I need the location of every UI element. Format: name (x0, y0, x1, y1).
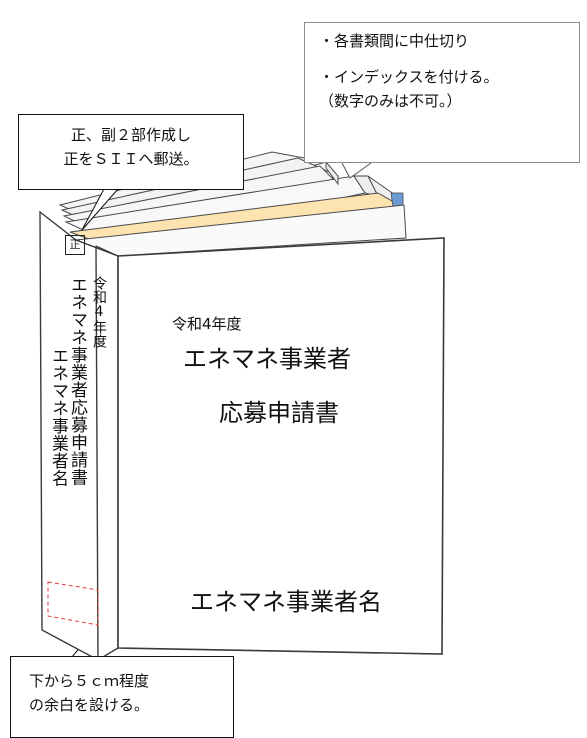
callout-index-tabs: ・各書類間に中仕切り ・インデックスを付ける。 （数字のみは不可。） (304, 22, 580, 163)
cover-top-lip (95, 245, 119, 257)
binder-front-cover (117, 237, 445, 655)
callout-tabs-pointer (341, 162, 372, 179)
spine-year: 令和4年度 (91, 276, 107, 348)
callout-copies-line-1: 正、副２部作成し (70, 126, 191, 144)
cover-year: 令和4年度 (172, 315, 242, 333)
callout-tabs-line-3: （数字のみは不可。） (319, 92, 462, 110)
spine-title: エネマネ事業者応募申請書 (67, 276, 87, 486)
callout-copies: 正、副２部作成し 正をＳＩＩへ郵送。 (18, 114, 244, 190)
cover-title-line-1: エネマネ事業者 (183, 345, 351, 373)
callout-tabs-line-1: ・各書類間に中仕切り (319, 32, 470, 50)
page-right-edge-1 (325, 160, 339, 186)
callout-tabs-line-2: ・インデックスを付ける。 (319, 68, 499, 86)
callout-bottom-margin: 下から５ｃｍ程度 の余白を設ける。 (10, 656, 234, 738)
spine-operator-name: エネマネ事業者名 (48, 347, 68, 487)
callout-margin-line-1: 下から５ｃｍ程度 (29, 672, 150, 690)
callout-margin-line-2: の余白を設ける。 (29, 696, 150, 714)
spine-original-mark: 正 (65, 235, 85, 255)
cover-operator-name: エネマネ事業者名 (190, 588, 382, 616)
cover-title-line-2: 応募申請書 (219, 399, 339, 427)
callout-copies-line-2: 正をＳＩＩへ郵送。 (63, 150, 199, 168)
spine-margin-area (47, 581, 99, 626)
callout-copies-pointer (81, 188, 119, 231)
